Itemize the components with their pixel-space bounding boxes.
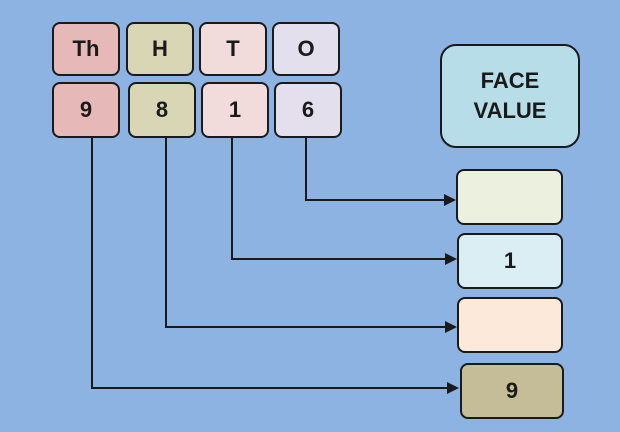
digit-hundreds-label: 8: [155, 97, 169, 123]
arrowhead-thousands: [447, 382, 459, 394]
header-hundreds-label: H: [152, 36, 168, 62]
answer-box-tens: 1: [457, 233, 563, 289]
digit-tens-label: 1: [228, 97, 242, 123]
header-thousands-label: Th: [72, 36, 100, 62]
header-hundreds: H: [126, 22, 194, 76]
connector-thousands: [91, 138, 448, 389]
digit-ones-label: 6: [301, 97, 315, 123]
digit-tens: 1: [201, 82, 269, 138]
answer-box-ones: [456, 169, 563, 225]
arrowhead-ones: [444, 194, 456, 206]
answer-box-thousands-value: 9: [505, 378, 519, 404]
digit-ones: 6: [274, 82, 342, 138]
connector-tens: [231, 138, 446, 260]
digit-hundreds: 8: [128, 82, 196, 138]
header-thousands: Th: [52, 22, 120, 76]
answer-box-hundreds: [457, 297, 563, 353]
digit-thousands-label: 9: [79, 97, 93, 123]
header-ones: O: [272, 22, 340, 76]
header-tens-label: T: [226, 36, 240, 62]
face-value-title: FACE VALUE: [440, 44, 580, 148]
connector-ones: [305, 138, 445, 201]
face-value-title-line2: VALUE: [473, 98, 547, 123]
arrowhead-tens: [445, 253, 457, 265]
answer-box-tens-value: 1: [503, 248, 517, 274]
header-tens: T: [199, 22, 267, 76]
answer-box-thousands: 9: [460, 363, 564, 419]
digit-thousands: 9: [52, 82, 120, 138]
face-value-title-line1: FACE: [480, 68, 540, 94]
header-ones-label: O: [297, 36, 315, 62]
arrowhead-hundreds: [445, 321, 457, 333]
connector-hundreds: [165, 138, 446, 328]
